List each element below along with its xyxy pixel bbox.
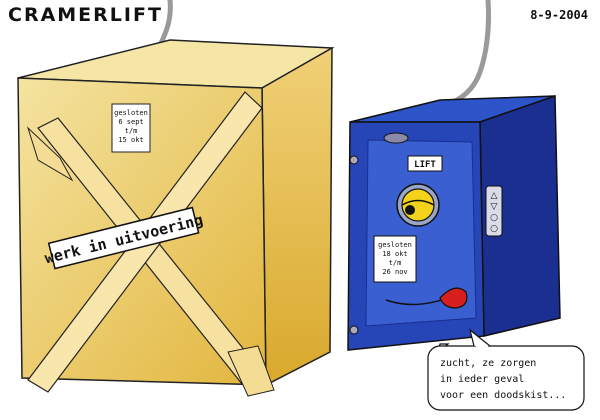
panel-down-symbol: ▽ (491, 202, 498, 212)
crate-side (261, 46, 333, 387)
lift-mouth (385, 287, 468, 309)
crate-notice-line: 15 okt (118, 136, 143, 144)
lift-eye-window (396, 183, 440, 227)
speech-line: in ieder geval (440, 374, 524, 385)
lift-notice-line: t/m (389, 259, 402, 267)
lift-bolt (349, 325, 359, 335)
lift-cabin (347, 94, 561, 351)
lift-notice-line: 26 nov (382, 268, 407, 276)
comic-date: 8-9-2004 (530, 8, 588, 22)
panel-up-symbol: △ (491, 191, 498, 201)
comic-title: CRAMERLIFT (8, 4, 163, 26)
right-cable (445, 0, 491, 107)
crate-notice-text: gesloten 6 sept t/m 15 okt (114, 109, 148, 144)
lift-label: LIFT (414, 160, 436, 170)
lift-eye-pupil (405, 205, 415, 215)
panel-circle-symbol: ○ (490, 213, 498, 223)
lift-notice-line: gesloten (378, 241, 412, 249)
board-bottom (227, 345, 275, 397)
speech-line: zucht, ze zorgen (440, 358, 536, 369)
board-vertical (26, 126, 74, 182)
crate-notice-paper (111, 103, 151, 153)
speech-line: voor een doodskist... (440, 390, 566, 401)
lift-hinge (383, 132, 409, 144)
lift-notice-paper (373, 235, 417, 283)
lift-label-box (407, 155, 443, 172)
panel-circle-symbol: ○ (490, 224, 498, 234)
speech-bubble (427, 328, 585, 411)
lift-bolt (349, 155, 359, 165)
lift-control-panel (485, 185, 503, 237)
crate-notice-line: gesloten (114, 109, 148, 117)
crate-notice-line: 6 sept (118, 118, 143, 126)
crate-notice-line: t/m (125, 127, 138, 135)
closed-lift-crate (17, 39, 335, 397)
speech-bubble-tail (468, 328, 491, 347)
lift-notice-line: 18 okt (382, 250, 407, 258)
